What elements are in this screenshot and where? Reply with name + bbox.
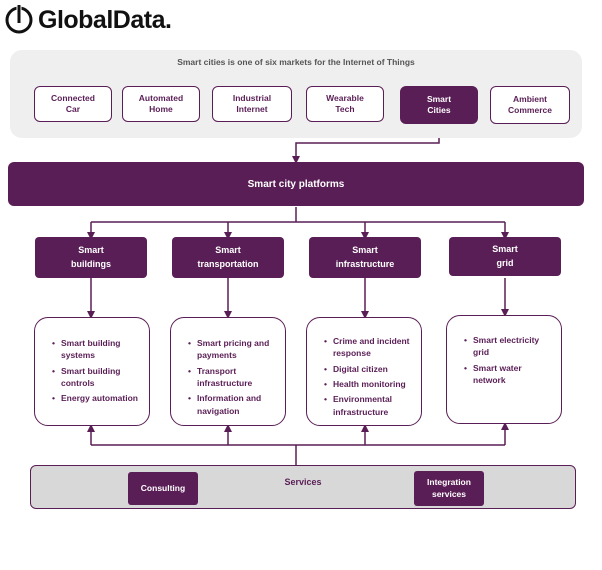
category-smart-infrastructure: Smart infrastructure <box>309 237 421 278</box>
detail-smart-transportation: Smart pricing and payments Transport inf… <box>170 317 286 426</box>
list-item: Smart building controls <box>52 365 145 390</box>
list-item: Transport infrastructure <box>188 365 281 390</box>
list-item: Health monitoring <box>324 378 417 391</box>
detail-smart-infrastructure: Crime and incident response Digital citi… <box>306 317 422 426</box>
smart-city-platforms: Smart city platforms <box>8 162 584 206</box>
category-smart-grid: Smart grid <box>449 237 561 276</box>
list-item: Energy automation <box>52 392 145 405</box>
market-connected-car: Connected Car <box>34 86 112 122</box>
market-ambient-commerce: Ambient Commerce <box>490 86 570 124</box>
detail-smart-grid: Smart electricity grid Smart water netwo… <box>446 315 562 424</box>
list-item: Smart building systems <box>52 337 145 362</box>
category-smart-transportation: Smart transportation <box>172 237 284 278</box>
services-label: Services <box>284 477 322 487</box>
globaldata-logo-icon <box>5 5 33 34</box>
list-item: Smart pricing and payments <box>188 337 281 362</box>
list-item: Digital citizen <box>324 363 417 376</box>
service-integration: Integration services <box>414 471 484 506</box>
list-item: Crime and incident response <box>324 335 417 360</box>
market-smart-cities: Smart Cities <box>400 86 478 124</box>
list-item: Smart water network <box>464 362 557 387</box>
market-wearable-tech: Wearable Tech <box>306 86 384 122</box>
services-bar <box>30 465 576 509</box>
market-industrial-internet: Industrial Internet <box>212 86 292 122</box>
market-automated-home: Automated Home <box>122 86 200 122</box>
logo-wordmark: GlobalData. <box>38 5 172 34</box>
list-item: Smart electricity grid <box>464 334 557 359</box>
detail-smart-buildings: Smart building systems Smart building co… <box>34 317 150 426</box>
category-smart-buildings: Smart buildings <box>35 237 147 278</box>
service-consulting: Consulting <box>128 472 198 505</box>
list-item: Environmental infrastructure <box>324 393 417 418</box>
list-item: Information and navigation <box>188 392 281 417</box>
markets-title: Smart cities is one of six markets for t… <box>177 57 415 67</box>
globaldata-logo: GlobalData. <box>4 2 234 38</box>
